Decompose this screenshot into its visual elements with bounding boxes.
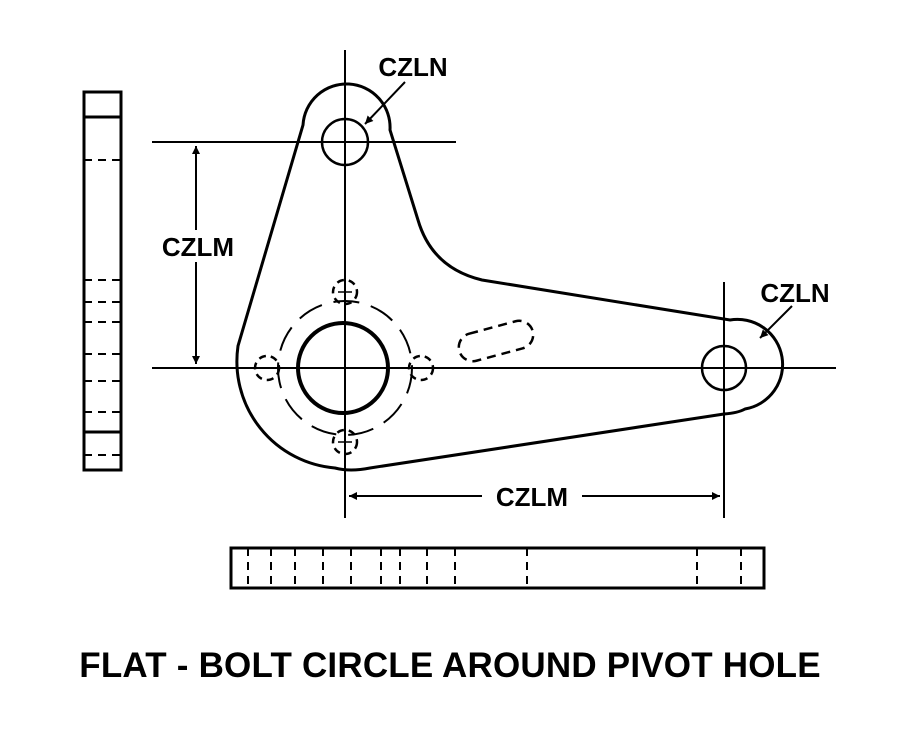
vertical-dimension-label: CZLM xyxy=(162,232,234,262)
top-hole-callout: CZLN xyxy=(378,52,447,82)
top-hole-leader xyxy=(364,81,406,125)
drawing-caption: FLAT - BOLT CIRCLE AROUND PIVOT HOLE xyxy=(79,646,821,685)
horizontal-dimension-label: CZLM xyxy=(496,482,568,512)
side-view-left xyxy=(82,90,123,472)
flat-part-outline xyxy=(235,82,785,472)
bolt-hole-centers xyxy=(260,291,428,443)
hidden-slot xyxy=(457,319,535,363)
bolt-holes xyxy=(253,278,435,456)
pivot-hole xyxy=(296,321,390,415)
right-hole xyxy=(700,344,748,392)
top-hole xyxy=(320,117,370,167)
center-marks xyxy=(337,141,732,369)
side-view-bottom xyxy=(229,546,766,590)
right-hole-callout: CZLN xyxy=(760,278,829,308)
right-hole-leader xyxy=(759,305,793,339)
